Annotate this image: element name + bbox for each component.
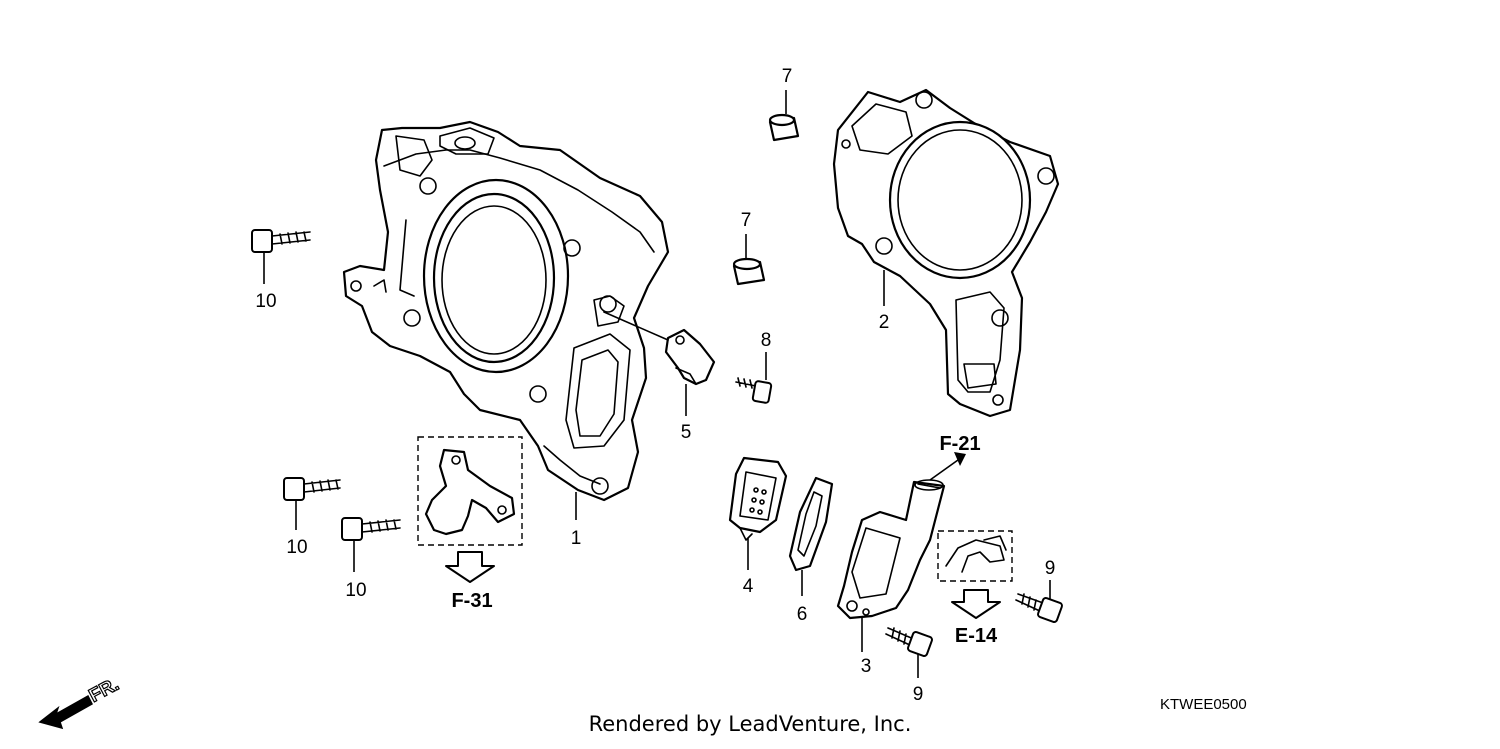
callout-4: 4 [743,576,754,597]
bolt-8[interactable] [735,377,773,404]
ref-e14[interactable]: E-14 [955,625,998,647]
bolt-10-upper[interactable] [251,229,311,253]
callout-9-lower: 9 [913,684,924,705]
dowel-pin-upper[interactable] [768,113,800,142]
f31-down-arrow [445,551,495,583]
f21-up-arrow [929,452,966,481]
callout-8: 8 [761,330,772,351]
ref-f31[interactable]: F-31 [451,590,492,612]
footer-credit: Rendered by LeadVenture, Inc. [588,712,912,736]
e14-down-arrow [951,589,1001,619]
callout-7-lower: 7 [741,210,752,231]
clip-reference-box [937,530,1013,582]
dowel-pin-lower[interactable] [732,257,766,286]
cylinder-gasket[interactable] [832,88,1060,418]
callout-5: 5 [681,422,692,443]
diagram-code: KTWEE0500 [1160,696,1247,713]
callout-9-right: 9 [1045,558,1056,579]
bolt-10-middle[interactable] [283,477,341,501]
intake-pipe[interactable] [836,479,946,620]
bracket-reference-box [417,436,523,546]
callout-2: 2 [879,312,890,333]
clamp-bracket[interactable] [603,311,716,386]
callout-1: 1 [571,528,582,549]
bolt-10-lower[interactable] [341,517,401,541]
callout-3: 3 [861,656,872,677]
leader-lines [263,90,1051,678]
callout-10-upper: 10 [255,291,276,312]
cylinder-block[interactable] [342,120,670,502]
callout-6: 6 [797,604,808,625]
callout-7-upper: 7 [782,66,793,87]
bolt-9-lower[interactable] [885,627,933,657]
ref-f21[interactable]: F-21 [939,433,980,455]
callout-10-middle: 10 [286,537,307,558]
reed-valve[interactable] [728,456,788,541]
callout-10-lower: 10 [345,580,366,601]
insulator-gasket[interactable] [788,476,834,572]
bolt-9-right[interactable] [1015,593,1063,623]
